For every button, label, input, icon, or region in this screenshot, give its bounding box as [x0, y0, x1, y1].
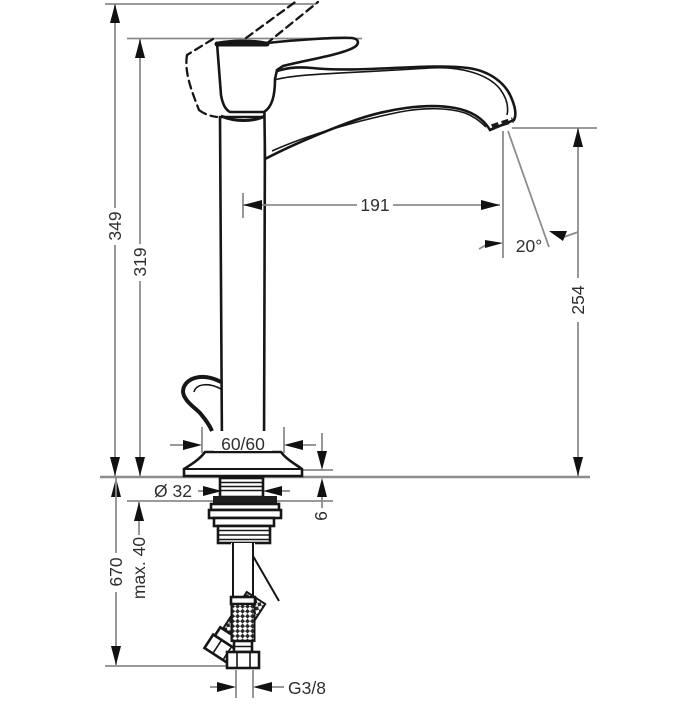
- faucet-body-column: [218, 115, 267, 453]
- faucet-spout: [262, 65, 517, 162]
- supply-hose-left: [225, 595, 261, 670]
- dim-label-spout-angle: 20°: [516, 236, 542, 256]
- dim-max-thickness: max. 40: [129, 502, 149, 599]
- dim-label-max-thickness: max. 40: [129, 537, 149, 600]
- dim-base-size: 60/60: [170, 431, 316, 454]
- dim-label-spout-reach: 191: [360, 195, 389, 215]
- pop-up-rod-hook: [180, 375, 222, 432]
- dim-label-hose-length: 670: [106, 557, 126, 586]
- dim-plate-height: 6: [311, 433, 331, 521]
- dimensions: 349 319 670 max. 40: [105, 4, 588, 698]
- construction-lines: [100, 3, 597, 698]
- spout-inner-top-line: [267, 66, 509, 116]
- dim-label-total-height: 349: [105, 211, 125, 240]
- body-handle-seam: [220, 114, 266, 122]
- supply-hoses: [202, 543, 280, 670]
- dim-label-plate-height: 6: [311, 511, 331, 521]
- dim-hose-length: 670: [106, 478, 126, 665]
- dim-body-height: 319: [130, 39, 150, 476]
- hose-hex-nut: [225, 650, 261, 670]
- dim-label-outlet-height: 254: [568, 285, 588, 314]
- dim-outlet-height: 254: [568, 128, 588, 476]
- dim-total-height: 349: [105, 4, 125, 497]
- mounting-shank: [207, 476, 283, 545]
- arrow-up: [110, 4, 120, 23]
- dim-label-body-height: 319: [130, 247, 150, 276]
- dim-connection-thread: G3/8: [210, 678, 326, 698]
- pop-up-rod-hook-inner: [193, 383, 222, 393]
- mounting-locknut: [213, 496, 277, 504]
- escutcheon: [182, 450, 304, 478]
- spout-inner-bottom-line: [271, 107, 487, 152]
- dim-label-base-size: 60/60: [221, 434, 265, 454]
- dim-spout-angle: 20°: [478, 130, 579, 258]
- dim-label-shank-diameter: Ø 32: [154, 481, 192, 501]
- arrow-down: [110, 457, 120, 476]
- dim-shank-diameter: Ø 32: [154, 481, 290, 501]
- dim-spout-reach: 191: [242, 193, 500, 218]
- faucet-product: [180, 0, 517, 670]
- aerator-face: [491, 117, 514, 130]
- dim-label-connection-thread: G3/8: [288, 678, 326, 698]
- handle-swivel-dashed: [185, 0, 320, 119]
